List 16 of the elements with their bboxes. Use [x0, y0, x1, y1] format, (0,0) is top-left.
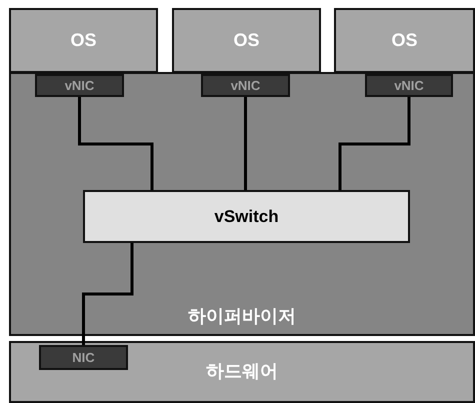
nic-box: vNIC	[201, 74, 290, 97]
layer-box	[9, 72, 475, 336]
connector-line	[78, 97, 154, 190]
connector-line	[244, 97, 247, 190]
connector-line	[82, 243, 134, 345]
layer-label: 하드웨어	[205, 360, 279, 383]
layer-box	[9, 341, 475, 403]
switch-box: vSwitch	[83, 190, 410, 243]
nic-box: vNIC	[35, 74, 124, 97]
os-box: OS	[172, 8, 321, 73]
nic-box: vNIC	[365, 74, 453, 97]
connector-line	[338, 97, 410, 190]
os-box: OS	[334, 8, 475, 73]
nic-box: NIC	[39, 345, 128, 370]
os-box: OS	[9, 8, 158, 73]
layer-label: 하이퍼바이저	[187, 305, 297, 328]
